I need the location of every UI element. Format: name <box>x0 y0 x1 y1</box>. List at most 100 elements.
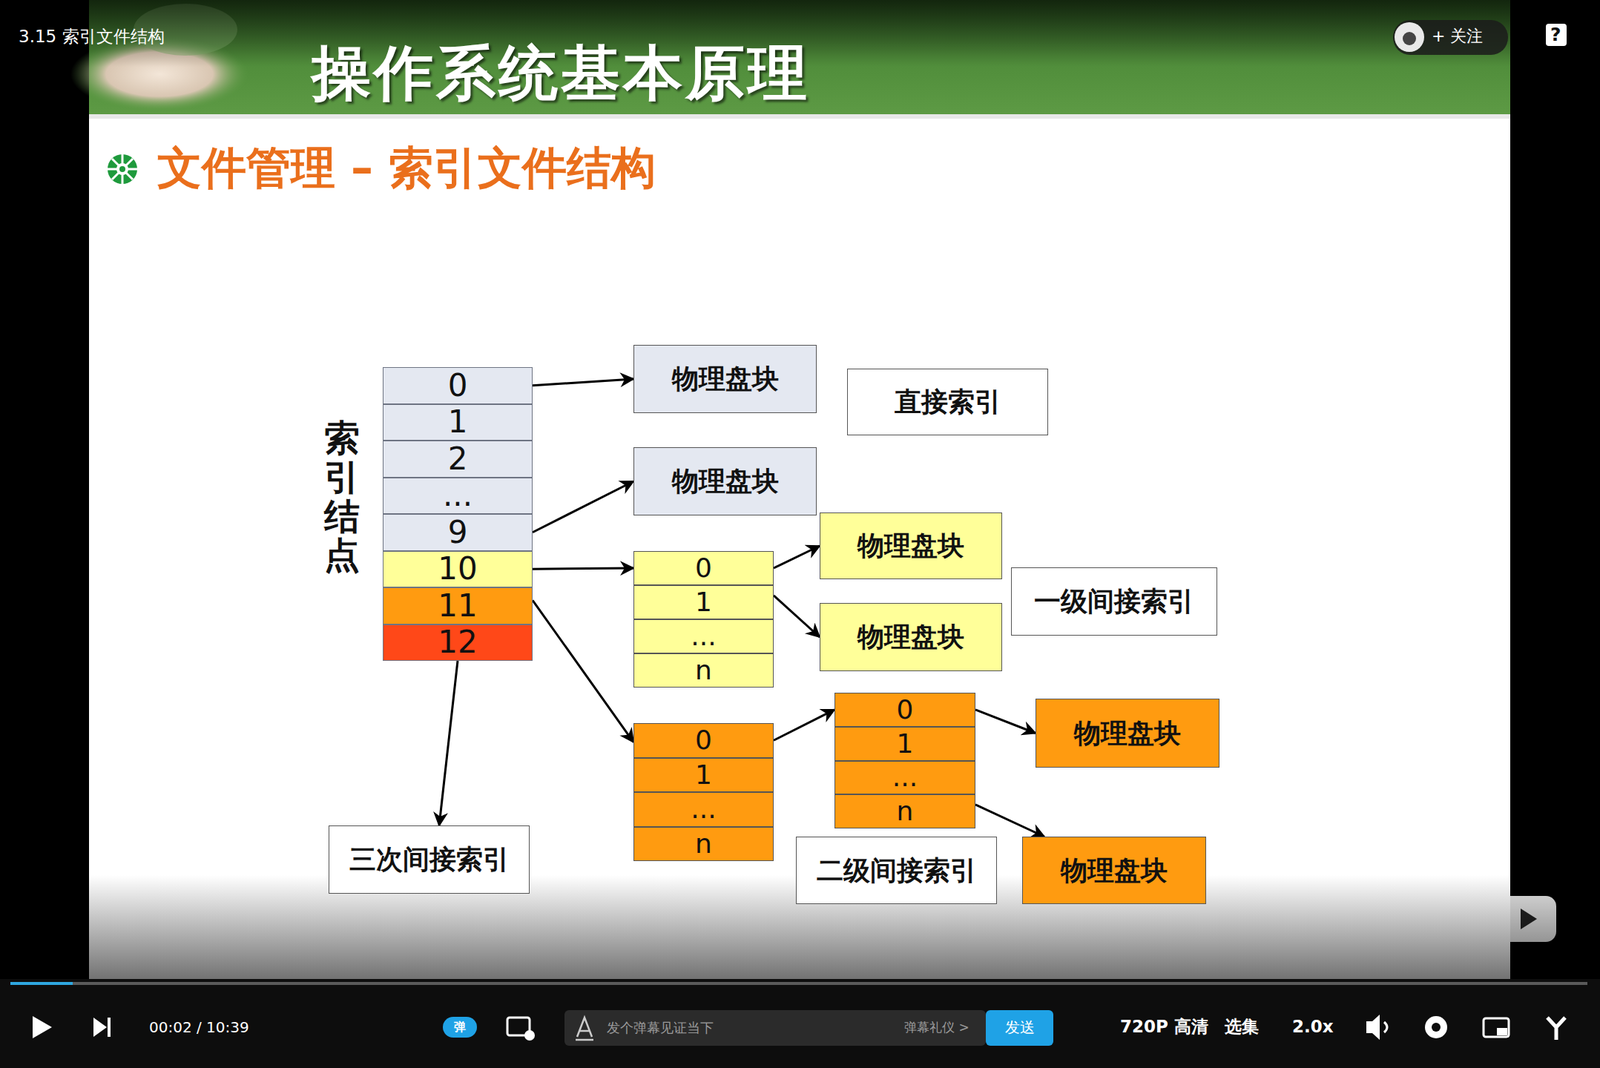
volume-icon <box>1366 1014 1380 1040</box>
index-cell: ... <box>382 477 533 515</box>
index-cell: 0 <box>382 367 533 405</box>
control-bar <box>0 979 1600 1068</box>
danmaku-settings-gear <box>524 1030 535 1041</box>
video-title: 3.15 索引文件结构 <box>18 28 165 46</box>
index-cell: 1 <box>382 404 533 442</box>
arrow-connector <box>439 660 458 826</box>
danmaku-input <box>564 1010 986 1046</box>
caption-box: 三次间接索引 <box>328 825 530 894</box>
avatar <box>1394 22 1425 52</box>
node-text: 直接索引 <box>894 388 1002 416</box>
index-block-cell: ... <box>633 792 774 828</box>
index-block-cell: ... <box>633 619 774 654</box>
danmaku-toggle <box>442 1016 477 1038</box>
node-text: 物理盘块 <box>1060 857 1168 885</box>
node-text: 物理盘块 <box>857 623 965 651</box>
index-cell: 10 <box>382 551 533 589</box>
volume-wave <box>1384 1022 1388 1033</box>
course-title: 操作系统基本原理 <box>311 43 811 103</box>
index-block-cell: n <box>633 653 774 688</box>
node-text: n <box>695 830 713 858</box>
node-heading: 索引结点 <box>324 418 360 575</box>
node-text: 10 <box>437 553 477 585</box>
index-block-cell: 0 <box>633 551 774 586</box>
caption-box: 二级间接索引 <box>795 836 997 905</box>
disk-block: 物理盘块 <box>1035 698 1220 768</box>
progress-track <box>10 982 1588 986</box>
node-text: 一级间接索引 <box>1034 588 1195 615</box>
disk-block: 物理盘块 <box>819 512 1003 580</box>
arrow-connector <box>975 804 1045 837</box>
index-block-cell: 1 <box>834 726 976 762</box>
index-node-table: 索引结点012...9101112 <box>382 367 533 661</box>
node-text: 0 <box>448 370 469 402</box>
index-cell: 9 <box>382 514 533 552</box>
pip-icon-inner <box>1496 1028 1508 1036</box>
node-text: 11 <box>437 590 477 622</box>
pip-icon <box>1483 1018 1509 1037</box>
index-block-cell: n <box>633 827 774 862</box>
flower-bullet <box>107 154 138 184</box>
index-cell: 12 <box>382 624 533 662</box>
index-block-cell: ... <box>834 761 976 796</box>
avatar-figure <box>1402 31 1417 46</box>
node-text: 物理盘块 <box>672 365 779 393</box>
node-text: n <box>896 798 914 825</box>
follow-button-text: + 关注 <box>1431 28 1483 45</box>
episodes-button: 选集 <box>1224 1018 1259 1036</box>
slide-heading: 文件管理 – 索引文件结构 <box>157 145 656 190</box>
disk-block: 物理盘块 <box>633 447 817 516</box>
arrow-connector <box>532 481 634 533</box>
node-text: 1 <box>448 406 469 438</box>
extra-icon <box>1547 1017 1566 1040</box>
node-text: 二级间接索引 <box>816 857 977 885</box>
node-text: 2 <box>448 443 469 475</box>
index-block-cell: 0 <box>633 723 774 759</box>
quality-button: 720P 高清 <box>1120 1018 1209 1036</box>
disk-block: 物理盘块 <box>633 344 817 414</box>
next-icon <box>93 1017 107 1037</box>
arrow-connector <box>773 545 820 569</box>
help-icon <box>1545 23 1567 46</box>
node-text: 0 <box>695 554 713 582</box>
node-text: 1 <box>695 761 713 789</box>
node-text: 12 <box>437 626 477 658</box>
arrow-connector <box>975 709 1036 734</box>
node-text: ... <box>690 623 716 650</box>
settings-icon <box>1424 1016 1448 1039</box>
slide-background <box>89 117 1511 980</box>
node-text: 1 <box>896 730 914 758</box>
time-display: 00:02 / 10:39 <box>149 1019 250 1035</box>
arrow-connector <box>773 709 835 741</box>
node-text: ... <box>690 795 716 823</box>
caption-box: 一级间接索引 <box>1011 567 1218 636</box>
font-icon <box>575 1017 594 1040</box>
follow-pill <box>1393 20 1509 55</box>
send-text: 发送 <box>1005 1019 1035 1035</box>
index-block-cell: n <box>834 794 976 829</box>
speed-button: 2.0x <box>1292 1018 1334 1036</box>
node-text: 三次间接索引 <box>349 846 510 874</box>
send-button <box>985 1010 1054 1046</box>
progress-played <box>10 982 73 986</box>
danmaku-etiquette: 弹幕礼仪 > <box>904 1021 970 1035</box>
play-icon <box>32 1016 52 1039</box>
disk-block: 物理盘块 <box>1022 836 1207 905</box>
arrow-connector <box>773 595 820 638</box>
arrow-connector <box>532 379 634 386</box>
node-text: ... <box>442 479 473 512</box>
caption-box: 直接索引 <box>847 368 1049 436</box>
arrow-connector <box>532 568 634 569</box>
index-cell: 11 <box>382 587 533 625</box>
index-cell: 2 <box>382 440 533 478</box>
header-rule <box>89 114 1511 119</box>
index-block-cell: 0 <box>834 692 976 727</box>
node-text: n <box>695 657 713 684</box>
settings-icon-hole <box>1431 1022 1441 1032</box>
node-text: 物理盘块 <box>672 468 779 495</box>
node-text: ... <box>892 764 918 791</box>
danmaku-toggle-text: 弹 <box>453 1021 466 1034</box>
node-text: 9 <box>448 517 469 549</box>
